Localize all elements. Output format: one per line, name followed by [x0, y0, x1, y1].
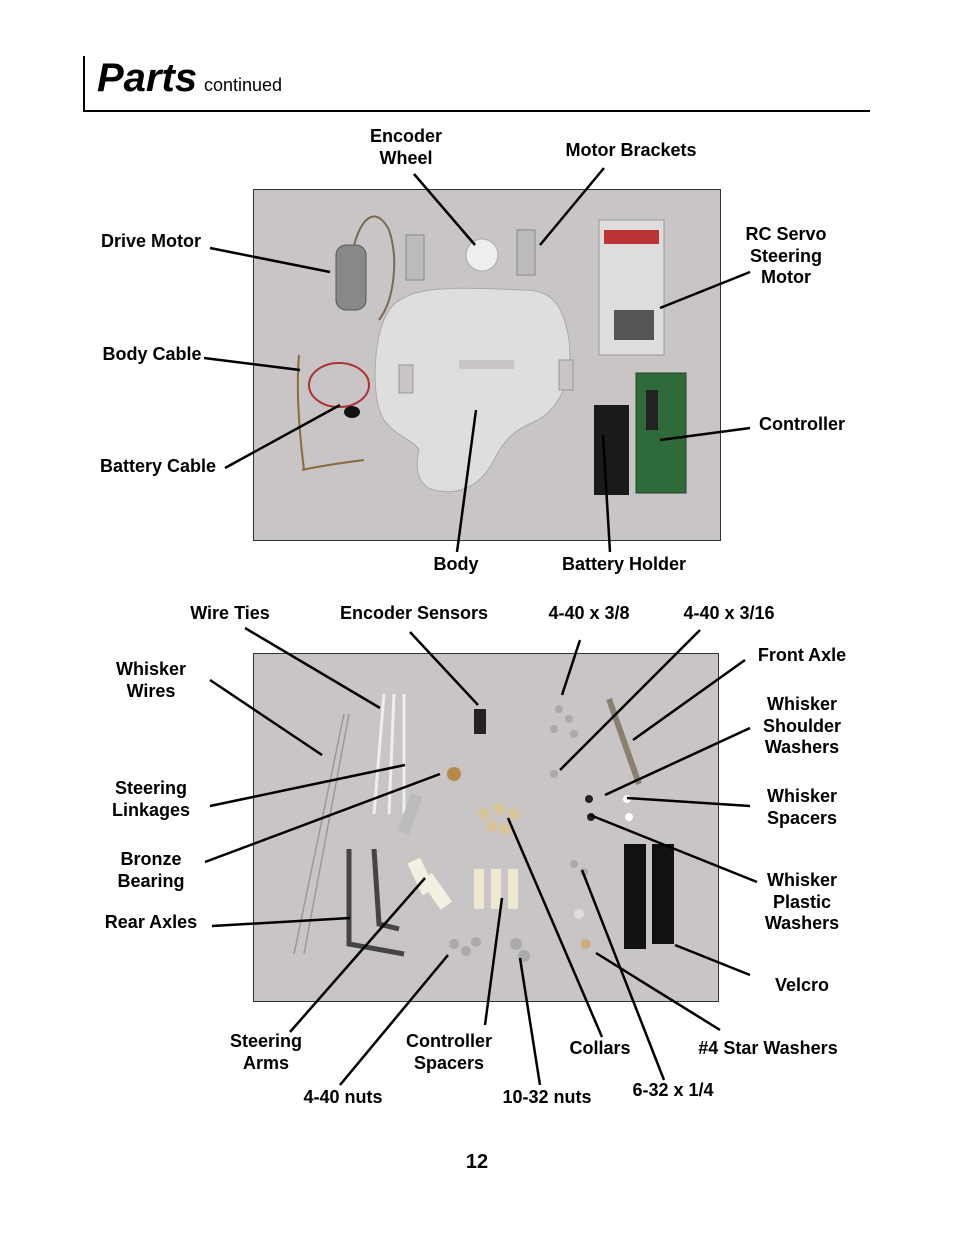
label-whisker-plastic-washers: Whisker Plastic Washers	[764, 870, 840, 933]
controller-board-shape	[635, 372, 687, 494]
label-front-axle: Front Axle	[757, 645, 847, 665]
label-battery-cable: Battery Cable	[99, 456, 217, 476]
drive-motor-shape	[335, 244, 367, 311]
label-encoder-wheel: Encoder Wheel	[369, 126, 443, 168]
label-whisker-shoulder-washers: Whisker Shoulder Washers	[762, 694, 841, 757]
label-steering-arms: Steering Arms	[229, 1031, 303, 1073]
battery-holder-shape	[594, 405, 629, 495]
label-velcro: Velcro	[774, 975, 830, 995]
label-controller-spacers: Controller Spacers	[405, 1031, 492, 1073]
label-screw-4-40-3-16: 4-40 x 3/16	[683, 603, 775, 623]
label-whisker-spacers: Whisker Spacers	[766, 786, 838, 828]
encoder-wheel-shape	[465, 238, 499, 272]
label-drive-motor: Drive Motor	[100, 231, 201, 251]
label-rc-servo-steering-motor: RC Servo Steering Motor	[745, 224, 827, 287]
velcro-strip-2	[652, 844, 674, 944]
label-star-washers: #4 Star Washers	[698, 1038, 838, 1058]
label-battery-holder: Battery Holder	[561, 554, 687, 574]
page-subtitle: continued	[204, 75, 283, 95]
label-steering-linkages: Steering Linkages	[111, 778, 191, 820]
label-whisker-wires: Whisker Wires	[115, 659, 187, 701]
label-screw-4-40-3-8: 4-40 x 3/8	[548, 603, 630, 623]
label-controller: Controller	[758, 414, 845, 434]
label-motor-brackets: Motor Brackets	[565, 140, 697, 160]
top-parts-photo	[253, 189, 721, 541]
label-nuts-4-40: 4-40 nuts	[303, 1087, 383, 1107]
label-body-cable: Body Cable	[102, 344, 202, 364]
header-horizontal-rule	[83, 110, 870, 112]
velcro-strip-1	[624, 844, 646, 949]
label-bronze-bearing: Bronze Bearing	[117, 849, 185, 891]
label-body: Body	[433, 554, 479, 574]
body-plate	[374, 287, 571, 493]
label-screw-6-32-1-4: 6-32 x 1/4	[632, 1080, 714, 1100]
label-collars: Collars	[569, 1038, 631, 1058]
label-wire-ties: Wire Ties	[190, 603, 270, 623]
bottom-parts-photo	[253, 653, 719, 1002]
label-encoder-sensors: Encoder Sensors	[339, 603, 489, 623]
label-nuts-10-32: 10-32 nuts	[502, 1087, 592, 1107]
page-title: Parts	[97, 56, 198, 100]
header-vertical-rule	[83, 56, 85, 112]
page-number: 12	[465, 1151, 489, 1173]
label-rear-axles: Rear Axles	[104, 912, 198, 932]
